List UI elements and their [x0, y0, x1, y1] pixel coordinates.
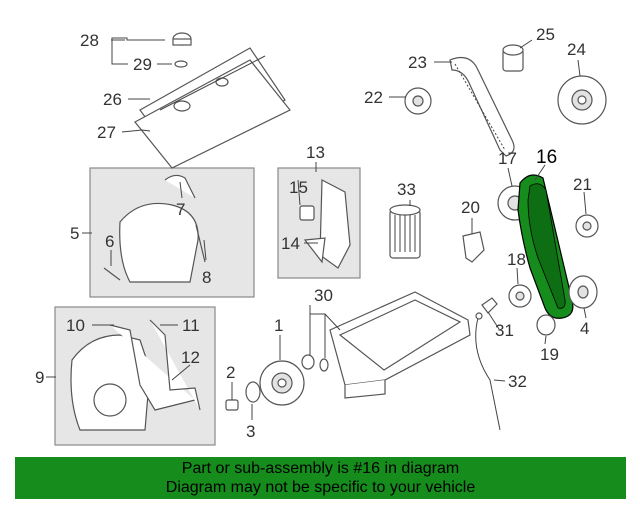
crank-flange[interactable] [568, 275, 598, 309]
crankshaft-sprocket[interactable] [508, 284, 532, 308]
banner-line-1: Part or sub-assembly is #16 in diagram [181, 460, 460, 477]
leader-27b [141, 129, 151, 132]
callout-33: 33 [397, 180, 416, 199]
callout-22: 22 [364, 88, 383, 107]
leader-27 [121, 129, 143, 133]
callout-20: 20 [461, 198, 480, 217]
banner-line-2: Diagram may not be specific to your vehi… [165, 479, 476, 496]
leader-16 [534, 164, 546, 181]
callout-21: 21 [573, 175, 592, 194]
leader-12 [171, 364, 191, 381]
callout-24: 24 [567, 40, 586, 59]
leader-4 [583, 307, 587, 319]
callout-8: 8 [202, 268, 211, 287]
fitment-notice-banner: Part or sub-assembly is #16 in diagram D… [15, 457, 626, 499]
oil-filler-cap[interactable] [172, 32, 192, 46]
parts-diagram: 28 29 26 27 23 25 24 22 13 15 14 33 17 1… [35, 25, 607, 446]
callout-27: 27 [97, 123, 116, 142]
lower-timing-cover[interactable] [70, 319, 201, 431]
leader-31 [487, 311, 500, 330]
callout-31: 31 [495, 321, 514, 340]
oil-dipstick[interactable] [475, 312, 501, 431]
leader-21 [583, 191, 587, 215]
callout-16: 16 [536, 147, 557, 168]
callout-3: 3 [246, 422, 255, 441]
callout-4: 4 [580, 319, 589, 338]
tensioner-assembly[interactable] [299, 179, 351, 269]
leader-28 [111, 37, 165, 65]
callout-14: 14 [281, 234, 300, 253]
oil-pan-bracket[interactable] [481, 297, 498, 314]
callout-13: 13 [306, 143, 325, 162]
leader-17 [507, 167, 513, 187]
drain-plugs[interactable] [301, 354, 329, 372]
callout-11: 11 [182, 316, 200, 335]
callout-10: 10 [66, 316, 85, 335]
callout-15: 15 [289, 178, 308, 197]
tensioner-bracket[interactable] [462, 231, 485, 263]
callout-26: 26 [103, 90, 122, 109]
callout-32: 32 [508, 372, 527, 391]
valve-cover[interactable] [134, 47, 291, 169]
pulley-washer[interactable] [245, 381, 261, 403]
leader-30 [309, 305, 341, 358]
callout-9: 9 [35, 368, 44, 387]
leader-18 [516, 267, 519, 285]
leader-8 [203, 239, 207, 261]
idler-pulley-small[interactable] [575, 214, 599, 238]
timing-belt-upper[interactable] [449, 57, 515, 157]
idler-pulley[interactable] [404, 87, 432, 115]
leader-7 [179, 181, 183, 199]
callout-19: 19 [540, 345, 559, 364]
leader-13-15 [297, 162, 317, 206]
callout-17: 17 [498, 149, 517, 168]
callout-7: 7 [176, 200, 185, 219]
crank-washer[interactable] [536, 314, 556, 336]
callout-29: 29 [133, 55, 152, 74]
leader-24 [577, 59, 581, 77]
timing-belt-highlighted[interactable] [517, 174, 574, 319]
cap-gasket[interactable] [174, 60, 188, 68]
cam-sprocket[interactable] [557, 75, 607, 125]
leader-25 [519, 39, 533, 49]
callout-2: 2 [226, 363, 235, 382]
callout-23: 23 [408, 53, 427, 72]
callout-28: 28 [80, 31, 99, 50]
callout-30: 30 [314, 286, 333, 305]
callout-6: 6 [105, 232, 114, 251]
callout-18: 18 [507, 250, 526, 269]
leader-19 [544, 335, 547, 345]
crank-sprocket[interactable] [502, 44, 524, 72]
oil-pan[interactable] [329, 291, 471, 399]
pulley-bolt[interactable] [225, 399, 239, 411]
callout-1: 1 [274, 316, 283, 335]
crankshaft-pulley[interactable] [259, 360, 305, 406]
callout-25: 25 [536, 25, 555, 44]
callout-5: 5 [70, 224, 79, 243]
oil-filter[interactable] [389, 204, 421, 259]
upper-timing-cover[interactable] [103, 174, 206, 283]
callout-12: 12 [181, 348, 200, 367]
leader-32 [493, 379, 506, 382]
